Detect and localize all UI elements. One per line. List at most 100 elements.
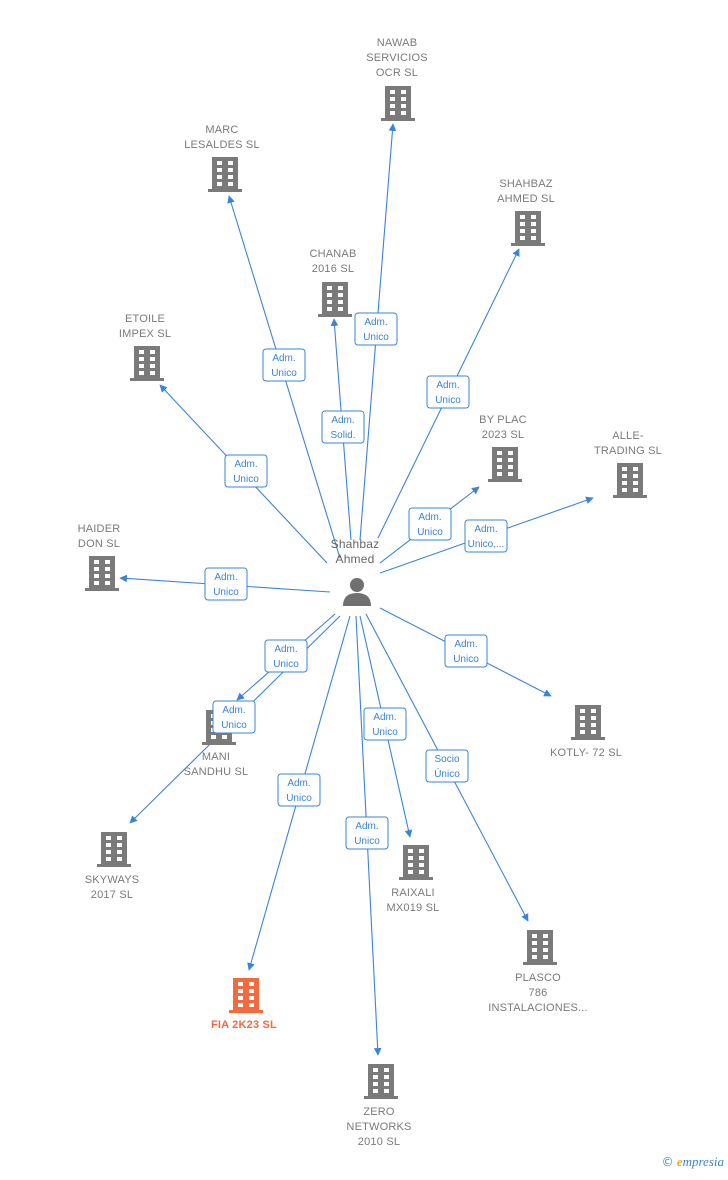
building-icon	[399, 845, 433, 880]
company-name: OCR SL	[376, 67, 418, 79]
company-name: 2010 SL	[358, 1136, 400, 1148]
edge-label-text: Adm.	[418, 512, 441, 523]
edge-label-kotly[interactable]: Adm. Unico	[444, 634, 488, 668]
company-node-chanab[interactable]: CHANAB 2016 SL	[309, 248, 356, 317]
edge-label-text: Unico	[363, 332, 389, 343]
company-node-haider[interactable]: HAIDER DON SL	[78, 523, 121, 591]
company-name: CHANAB	[309, 248, 356, 260]
edge-label-text: Adm.	[373, 712, 396, 723]
edge-label-text: Adm.	[454, 639, 477, 650]
company-name: PLASCO	[515, 972, 561, 984]
brand-name: mpresia	[682, 1154, 724, 1169]
company-name: NAWAB	[377, 37, 418, 49]
company-node-kotly[interactable]: KOTLY- 72 SL	[550, 705, 622, 759]
edge-label-byplac[interactable]: Adm. Unico	[408, 507, 452, 541]
company-name: MARC	[205, 124, 238, 136]
edge-label-zero[interactable]: Adm.Unico	[345, 816, 389, 850]
edge-label-etoile[interactable]: Adm. Unico	[224, 454, 268, 488]
edge-label-text: Adm.	[234, 459, 257, 470]
company-name: KOTLY- 72 SL	[550, 747, 622, 759]
company-node-skyways[interactable]: SKYWAYS 2017 SL	[85, 832, 140, 901]
company-name: 786	[529, 987, 548, 999]
company-name: HAIDER	[78, 523, 121, 535]
company-name: 2016 SL	[312, 263, 354, 275]
edge-label-text: Socio	[434, 754, 459, 765]
company-node-byplac[interactable]: BY PLAC 2023 SL	[479, 414, 527, 482]
person-name: Shahbaz	[331, 537, 380, 551]
edge-label-text: Adm.	[274, 644, 297, 655]
building-icon	[130, 346, 164, 381]
company-name: SERVICIOS	[366, 52, 428, 64]
edge-label-marc[interactable]: Adm. Unico	[262, 348, 306, 382]
edge-label-alle[interactable]: Adm.Unico,...	[464, 519, 508, 553]
edge-label-chanab[interactable]: Adm.Solid.	[321, 410, 365, 444]
company-name: MANI	[202, 751, 230, 763]
edge-label-text: Unico	[233, 474, 259, 485]
edge-label-shahbaz-ahmed-sl[interactable]: Adm. Unico	[426, 375, 470, 409]
edge-label-fia[interactable]: Adm. Unico	[277, 773, 321, 807]
edge-label-text: Adm.	[222, 705, 245, 716]
company-node-zero[interactable]: ZERO NETWORKS 2010 SL	[346, 1064, 411, 1148]
company-name: TRADING SL	[594, 445, 662, 457]
building-icon	[523, 930, 557, 965]
company-name: 2023 SL	[482, 429, 524, 441]
company-node-nawab[interactable]: NAWAB SERVICIOS OCR SL	[366, 37, 428, 121]
edge-label-raixali[interactable]: Adm.Unico	[363, 707, 407, 741]
company-name: NETWORKS	[346, 1121, 411, 1133]
edge-label-text: Unico,...	[468, 539, 505, 550]
edge-label-nawab[interactable]: Adm.Unico	[354, 312, 398, 346]
company-name: AHMED SL	[497, 193, 555, 205]
edge-label-skyways[interactable]: Adm.Unico	[212, 700, 256, 734]
company-name: BY PLAC	[479, 414, 527, 426]
company-node-alle[interactable]: ALLE- TRADING SL	[594, 430, 662, 498]
building-icon	[97, 832, 131, 867]
edge-label-text: Adm.	[272, 353, 295, 364]
edge-label-text: Unico	[286, 793, 312, 804]
company-name: LESALDES SL	[184, 139, 260, 151]
company-name: 2017 SL	[91, 889, 133, 901]
building-icon	[318, 282, 352, 317]
building-icon	[229, 978, 263, 1013]
edge-label-text: Unico	[213, 587, 239, 598]
edge-label-mani[interactable]: Adm.Unico	[264, 639, 308, 673]
brand-initial: e	[676, 1154, 683, 1169]
building-icon	[364, 1064, 398, 1099]
building-icon	[613, 463, 647, 498]
company-name: DON SL	[78, 538, 120, 550]
company-name: ETOILE	[125, 313, 165, 325]
company-node-plasco[interactable]: PLASCO 786INSTALACIONES...	[488, 930, 588, 1014]
edge-label-text: Adm.	[287, 778, 310, 789]
edge-label-text: Único	[434, 767, 460, 780]
company-name: SANDHU SL	[184, 766, 249, 778]
person-name: Ahmed	[335, 552, 374, 566]
building-icon	[571, 705, 605, 740]
company-node-mani[interactable]: MANI SANDHU SL	[184, 710, 249, 778]
company-name: FIA 2K23 SL	[211, 1019, 277, 1031]
company-name: SKYWAYS	[85, 874, 140, 886]
edge-label-text: Adm.	[355, 821, 378, 832]
edge-label-text: Unico	[453, 654, 479, 665]
company-name: MX019 SL	[387, 902, 440, 914]
person-icon	[343, 578, 371, 606]
company-node-fia[interactable]: FIA 2K23 SL	[211, 978, 277, 1031]
company-node-marc[interactable]: MARC LESALDES SL	[184, 124, 260, 192]
copyright-symbol: ©	[661, 1155, 674, 1169]
company-name: ALLE-	[612, 430, 644, 442]
edge-label-text: Adm.	[331, 415, 354, 426]
company-name: INSTALACIONES...	[488, 1002, 588, 1014]
company-name: ZERO	[363, 1106, 395, 1118]
edge-label-text: Adm.	[436, 380, 459, 391]
edge-label-haider[interactable]: Adm.Unico	[204, 567, 248, 601]
building-icon	[381, 86, 415, 121]
edge-label-text: Unico	[435, 395, 461, 406]
edge-label-text: Unico	[271, 368, 297, 379]
building-icon	[488, 447, 522, 482]
edge-label-text: Unico	[417, 527, 443, 538]
building-icon	[511, 211, 545, 246]
